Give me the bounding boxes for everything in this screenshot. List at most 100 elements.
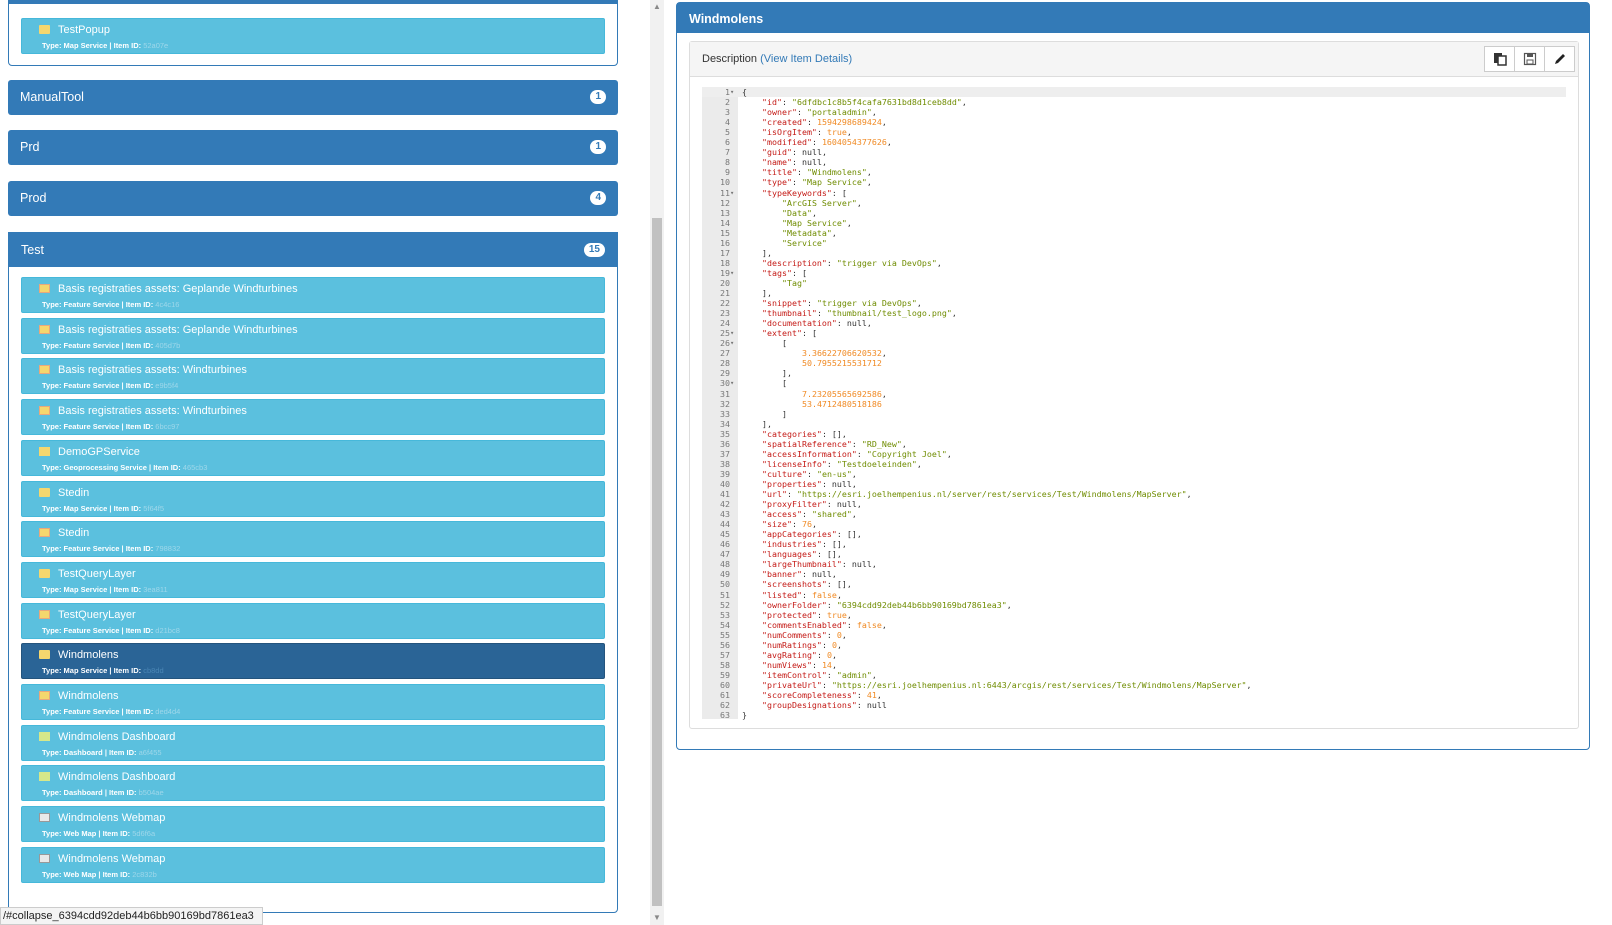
code-line: 37 "accessInformation": "Copyright Joel"… (702, 449, 1566, 459)
list-item[interactable]: TestPopup Type: Map Service | Item ID: 5… (21, 18, 605, 54)
group-header-prod[interactable]: Prod 4 (8, 181, 618, 216)
json-editor[interactable]: 1▾{2 "id": "6dfdbc1c8b5f4cafa7631bd8d1ce… (702, 87, 1566, 720)
code-line: 13 "Data", (702, 208, 1566, 218)
scroll-thumb[interactable] (652, 218, 662, 906)
code-line: 24 "documentation": null, (702, 318, 1566, 328)
fold-toggle-icon[interactable]: ▾ (730, 88, 735, 96)
code-text: "culture": "en-us", (761, 468, 857, 479)
code-text: "Service" (781, 237, 827, 248)
line-number: 1 (725, 87, 730, 97)
count-badge: 1 (590, 90, 606, 104)
code-line: 36 "spatialReference": "RD_New", (702, 439, 1566, 449)
fold-toggle-icon[interactable]: ▾ (730, 268, 735, 277)
code-line: 43 "access": "shared", (702, 509, 1566, 519)
line-number: 42 (720, 499, 730, 510)
group-header-prd[interactable]: Prd 1 (8, 130, 618, 165)
code-text: ] (742, 408, 787, 419)
code-line: 54 "commentsEnabled": false, (702, 620, 1566, 630)
code-line: 14 "Map Service", (702, 218, 1566, 228)
code-line: 10 "type": "Map Service", (702, 177, 1566, 187)
geoprocessing-icon (39, 446, 50, 456)
code-text: "industries": [], (761, 539, 847, 550)
code-text: "thumbnail": "thumbnail/test_logo.png", (761, 308, 957, 319)
group-header-manualtool[interactable]: ManualTool 1 (8, 80, 618, 115)
edit-button[interactable] (1544, 46, 1575, 72)
code-text: [ (742, 338, 787, 349)
line-number: 10 (720, 177, 730, 188)
line-number: 19 (720, 267, 730, 278)
code-text: "scoreCompleteness": 41, (761, 690, 882, 700)
detail-title: Windmolens (689, 12, 764, 26)
fold-toggle-icon[interactable]: ▾ (730, 339, 735, 348)
copy-button[interactable] (1484, 46, 1515, 72)
view-item-details-link[interactable]: (View Item Details) (760, 53, 853, 65)
code-text: "modified": 1604054377626, (761, 137, 892, 148)
code-line: 5 "isOrgItem": true, (702, 127, 1566, 137)
code-text: "languages": [], (761, 549, 842, 560)
code-line: 7 "guid": null, (702, 147, 1566, 157)
item-meta: Type: Feature Service | Item ID: ded4d4 (42, 707, 181, 716)
code-line: 58 "numViews": 14, (702, 660, 1566, 670)
line-number: 58 (720, 659, 730, 670)
line-number: 43 (720, 509, 730, 520)
line-number: 33 (720, 408, 730, 419)
line-number: 12 (720, 197, 730, 208)
code-text: "owner": "portaladmin", (761, 107, 877, 118)
item-name: Basis registraties assets: Geplande Wind… (58, 283, 298, 295)
code-text: "listed": false, (761, 589, 842, 600)
scroll-down-arrow-icon[interactable]: ▼ (653, 913, 661, 922)
code-line: 22 "snippet": "trigger via DevOps", (702, 298, 1566, 308)
map-service-icon (39, 25, 50, 34)
line-number: 40 (720, 478, 730, 489)
item-name: Windmolens Webmap (58, 812, 166, 825)
fold-toggle-icon[interactable]: ▾ (730, 379, 735, 388)
save-button[interactable] (1514, 46, 1545, 72)
code-text: "proxyFilter": null, (761, 499, 862, 510)
list-item[interactable]: Basis registraties assets: Geplande Wind… (21, 317, 605, 354)
code-text: ], (742, 288, 772, 298)
code-text: 53.4712480518186 (801, 398, 882, 409)
code-line: 39 "culture": "en-us", (702, 469, 1566, 479)
code-line: 26▾ [ (702, 338, 1566, 348)
item-name: Windmolens Dashboard (58, 771, 176, 784)
group-header-test[interactable]: Test 15 (9, 233, 617, 267)
code-text: "privateUrl": "https://esri.joelhempeniu… (761, 679, 1252, 690)
code-text: "isOrgItem": true, (761, 127, 852, 138)
code-text: "spatialReference": "RD_New", (761, 438, 907, 449)
code-text: "access": "shared", (761, 509, 857, 520)
fold-toggle-icon[interactable]: ▾ (730, 329, 735, 338)
line-number: 17 (720, 247, 730, 258)
code-line: 30▾ [ (702, 378, 1566, 388)
line-number: 57 (720, 649, 730, 660)
item-name: Windmolens (58, 690, 119, 702)
line-number: 52 (720, 599, 730, 610)
code-text: 7.23205565692586, (801, 388, 887, 399)
fold-toggle-icon[interactable]: ▾ (730, 188, 735, 197)
item-meta: Type: Feature Service | Item ID: 405d7b (42, 340, 181, 350)
group-panel-test: Test 15 Basis registraties assets: Gepla… (8, 232, 618, 913)
code-text: "size": 76, (761, 519, 817, 530)
line-number: 5 (725, 127, 730, 138)
list-item[interactable]: Basis registraties assets: Geplande Wind… (21, 277, 605, 313)
map-service-icon (39, 568, 50, 578)
scroll-up-arrow-icon[interactable]: ▲ (653, 2, 661, 11)
item-meta: Type: Feature Service | Item ID: 798832 (42, 544, 181, 554)
code-text: "Data", (781, 207, 817, 218)
left-scrollbar[interactable]: ▲ ▼ (650, 0, 664, 925)
line-number: 38 (720, 458, 730, 469)
line-number: 24 (720, 318, 730, 329)
line-number: 45 (720, 529, 730, 540)
